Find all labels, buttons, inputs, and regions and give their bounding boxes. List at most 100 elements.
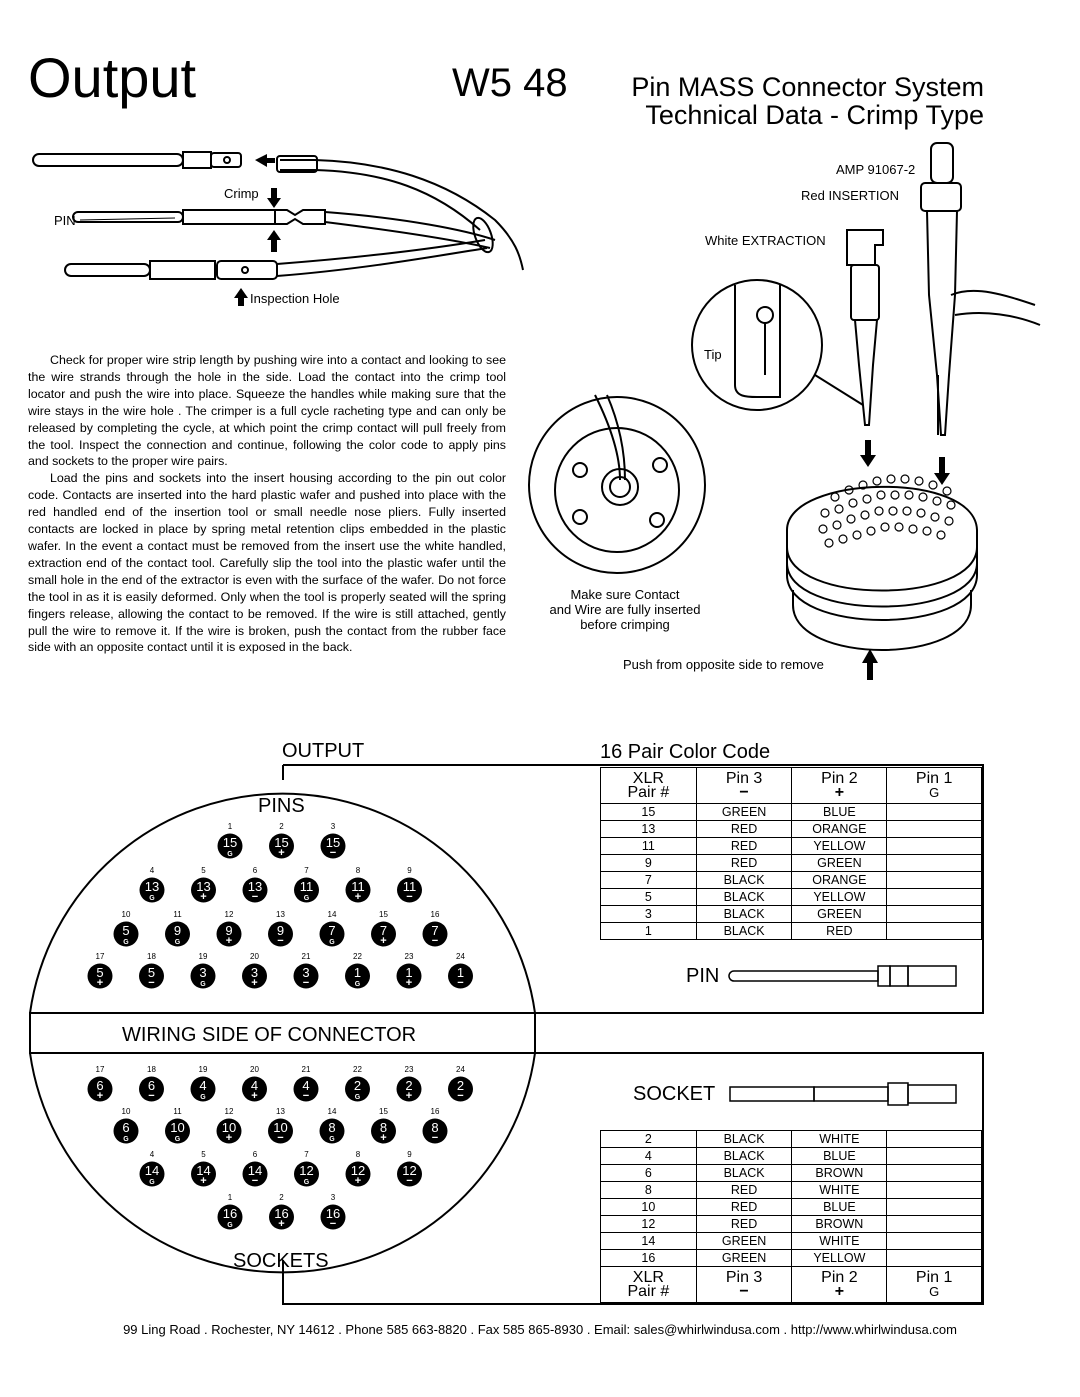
contact-number: 19 bbox=[199, 952, 208, 961]
pin2-header: Pin 2+ bbox=[791, 1266, 888, 1303]
pin3-label: Pin 3 bbox=[725, 1268, 763, 1286]
contact-number: 15 bbox=[379, 910, 388, 919]
contact-number: 9 bbox=[407, 1150, 412, 1159]
output-heading: OUTPUT bbox=[282, 740, 365, 762]
contact-polarity: + bbox=[226, 935, 232, 947]
pin3-color-cell: BLACK bbox=[695, 1130, 793, 1148]
xlr-label: XLR bbox=[632, 769, 664, 787]
pin3-color-cell: GREEN bbox=[695, 1249, 793, 1267]
pin2-color-cell: ORANGE bbox=[791, 871, 888, 889]
pair-number-cell: 8 bbox=[600, 1181, 697, 1199]
pin1-cell bbox=[886, 820, 982, 838]
red-insertion-label: Red INSERTION bbox=[801, 188, 900, 203]
contact-polarity: + bbox=[97, 977, 103, 989]
contact-circle bbox=[268, 1118, 293, 1144]
tool-diagram bbox=[528, 142, 1041, 680]
contact-number: 18 bbox=[147, 1065, 156, 1074]
contact-number: 12 bbox=[225, 1107, 234, 1116]
contact-pair-number: 2 bbox=[354, 1078, 361, 1093]
pair-number-cell: 5 bbox=[600, 888, 697, 906]
contact-polarity: G bbox=[355, 981, 361, 988]
contact-polarity: + bbox=[380, 935, 386, 947]
contact-pair-number: 9 bbox=[225, 923, 232, 938]
contact-polarity: G bbox=[175, 1136, 181, 1143]
contact-number: 22 bbox=[353, 1065, 362, 1074]
contact-number: 15 bbox=[379, 1107, 388, 1116]
contact-polarity: − bbox=[432, 1132, 438, 1144]
contact-circle bbox=[293, 963, 319, 989]
pin2-color-cell: BROWN bbox=[791, 1164, 888, 1182]
contact-circle bbox=[345, 1076, 370, 1102]
pin1-cell bbox=[886, 837, 982, 855]
contact-number: 6 bbox=[253, 866, 258, 875]
contact-number: 5 bbox=[201, 1150, 206, 1159]
contact-pair-number: 2 bbox=[457, 1078, 464, 1093]
pin3-color-cell: BLACK bbox=[695, 922, 793, 940]
contact-number: 2 bbox=[279, 822, 284, 831]
contact-circle bbox=[165, 921, 190, 947]
contact-number: 14 bbox=[328, 910, 337, 919]
contact-pair-number: 13 bbox=[145, 879, 159, 894]
contact-number: 5 bbox=[201, 866, 206, 875]
contact-polarity: − bbox=[330, 847, 336, 859]
contact-circle bbox=[139, 877, 165, 903]
pin-label-diagram: PIN bbox=[54, 213, 76, 228]
pair-number-cell: 11 bbox=[600, 837, 697, 855]
contact-number: 6 bbox=[253, 1150, 258, 1159]
contact-pair-number: 9 bbox=[277, 923, 284, 938]
contact-number: 19 bbox=[199, 1065, 208, 1074]
contact-pair-number: 10 bbox=[222, 1120, 236, 1135]
contact-circle bbox=[269, 833, 294, 859]
contact-pair-number: 14 bbox=[248, 1163, 262, 1178]
push-label: Push from opposite side to remove bbox=[623, 657, 824, 672]
contact-pair-number: 1 bbox=[405, 965, 412, 980]
pair-number-cell: 4 bbox=[600, 1147, 697, 1165]
contact-polarity: G bbox=[149, 895, 155, 902]
contact-pair-number: 4 bbox=[199, 1078, 206, 1093]
contact-pair-number: 5 bbox=[96, 965, 103, 980]
contact-number: 18 bbox=[147, 952, 156, 961]
contact-number: 4 bbox=[150, 1150, 155, 1159]
contact-circle bbox=[217, 1204, 243, 1230]
contact-number: 12 bbox=[225, 910, 234, 919]
contact-pair-number: 7 bbox=[328, 923, 335, 938]
contact-circle bbox=[190, 1076, 216, 1102]
contact-polarity: − bbox=[277, 1132, 283, 1144]
pin1-cell bbox=[886, 871, 982, 889]
contact-pair-number: 8 bbox=[380, 1120, 387, 1135]
contact-number: 10 bbox=[122, 1107, 131, 1116]
pair-label: Pair # bbox=[627, 1282, 670, 1300]
pair-number-cell: 6 bbox=[600, 1164, 697, 1182]
pin1-cell bbox=[886, 1130, 982, 1148]
contact-polarity: − bbox=[252, 891, 258, 903]
contact-polarity: − bbox=[277, 935, 283, 947]
contact-polarity: + bbox=[278, 847, 284, 859]
contact-circle bbox=[319, 1118, 345, 1144]
minus-sign: − bbox=[739, 1282, 749, 1300]
contact-pair-number: 11 bbox=[403, 879, 417, 894]
tip-label: Tip bbox=[704, 347, 722, 362]
contact-pair-number: 11 bbox=[351, 879, 365, 894]
contact-number: 14 bbox=[328, 1107, 337, 1116]
contact-circle bbox=[87, 1076, 113, 1102]
contact-circle bbox=[422, 921, 448, 947]
contact-circle bbox=[217, 833, 243, 859]
contact-circle bbox=[422, 1118, 448, 1144]
pin2-color-cell: BLUE bbox=[791, 803, 888, 821]
pin2-header: Pin 2+ bbox=[791, 767, 888, 804]
contact-number: 21 bbox=[302, 952, 311, 961]
contact-pair-number: 6 bbox=[148, 1078, 155, 1093]
footer-contact: 99 Ling Road . Rochester, NY 14612 . Pho… bbox=[123, 1322, 957, 1337]
contact-polarity: − bbox=[330, 1218, 336, 1230]
caption-line: and Wire are fully inserted bbox=[549, 602, 701, 617]
contact-number: 10 bbox=[122, 910, 131, 919]
contact-polarity: G bbox=[304, 1179, 310, 1186]
plus-sign: + bbox=[834, 783, 845, 801]
contact-number: 4 bbox=[150, 866, 155, 875]
